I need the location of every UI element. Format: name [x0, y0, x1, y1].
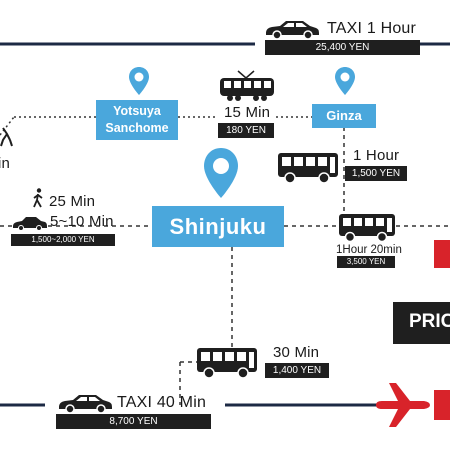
bus-icon	[278, 153, 338, 184]
bus-bottom-price: 1,400 YEN	[265, 363, 329, 378]
map-pin-icon	[335, 67, 355, 95]
taxi-icon	[13, 217, 47, 231]
station-ginza[interactable]: Ginza	[312, 104, 376, 128]
bus-ginza-label: 1 Hour	[353, 147, 400, 164]
walk-partial-label: in	[0, 155, 11, 172]
station-yotsuya-line1: Yotsuya	[113, 104, 161, 118]
train-label: 15 Min	[224, 104, 271, 121]
taxi-top-price: 25,400 YEN	[265, 40, 420, 55]
taxi-bottom-price: 8,700 YEN	[56, 414, 211, 429]
bus-icon	[339, 214, 395, 243]
taxi-left-label: 5~10 Min	[50, 213, 114, 230]
airplane-icon	[376, 383, 430, 427]
taxi-bottom-label: TAXI 40 Min	[117, 394, 207, 411]
train-icon	[220, 70, 274, 101]
map-pin-icon	[204, 148, 238, 198]
taxi-icon	[59, 395, 112, 414]
bus-ginza-price: 1,500 YEN	[345, 166, 407, 181]
bus-right-label: 1Hour 20min	[336, 244, 402, 256]
station-yotsuya-sanchome[interactable]: Yotsuya Sanchome	[96, 100, 178, 140]
taxi-top-label: TAXI 1 Hour	[327, 20, 417, 37]
station-yotsuya-line2: Sanchome	[105, 121, 169, 135]
taxi-icon	[266, 21, 319, 40]
walk-label: 25 Min	[49, 193, 96, 210]
bus-bottom-label: 30 Min	[273, 344, 320, 361]
train-price: 180 YEN	[218, 123, 274, 138]
station-shinjuku[interactable]: Shinjuku	[152, 206, 284, 247]
destination-marker	[434, 240, 450, 268]
walker-icon	[33, 188, 43, 208]
bus-right-price: 3,500 YEN	[337, 256, 395, 268]
walker-icon	[0, 127, 13, 147]
map-pin-icon	[129, 67, 149, 95]
taxi-left-price: 1,500~2,000 YEN	[11, 234, 115, 246]
bus-icon	[197, 348, 257, 379]
price-box: PRIC	[393, 302, 450, 344]
destination-marker	[434, 390, 450, 420]
train-line-left	[0, 116, 15, 136]
